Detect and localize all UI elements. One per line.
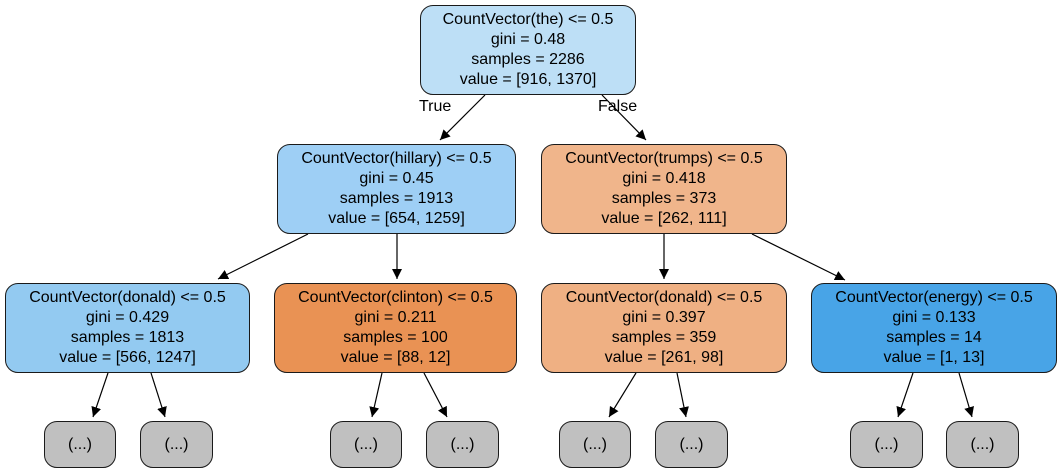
node-gini-text: gini = 0.133 [892,309,976,326]
node-value-text: value = [262, 111] [601,210,727,227]
node-split-rule: CountVector(donald) <= 0.5 [565,289,763,306]
truncated-node: (...) [140,421,213,468]
node-gini-text: gini = 0.45 [359,170,434,187]
tree-node-donald-left: CountVector(donald) <= 0.5 gini = 0.429 sa… [5,283,250,373]
edge-label-true: True [419,98,452,115]
node-value-text: value = [916, 1370] [459,71,597,88]
node-gini-text: gini = 0.48 [490,31,566,48]
ellipsis-text: (...) [450,435,475,453]
ellipsis-text: (...) [679,435,704,453]
edge-root-to-trumps [601,94,647,141]
ellipsis-text: (...) [970,435,995,453]
edge-clinton-to-t3 [369,372,383,418]
node-gini-text: gini = 0.397 [622,309,706,326]
truncated-node: (...) [330,421,402,468]
ellipsis-text: (...) [354,435,378,453]
node-split-rule: CountVector(the) <= 0.5 [442,11,614,28]
node-samples-text: samples = 373 [611,190,717,207]
edge-clinton-to-t4 [423,372,448,418]
node-value-text: value = [261, 98] [604,349,724,366]
ellipsis-text: (...) [68,435,92,453]
node-split-rule: CountVector(energy) <= 0.5 [835,289,1033,306]
truncated-node: (...) [559,421,631,468]
edge-root-to-hillary [439,94,486,141]
node-samples-text: samples = 2286 [471,51,585,68]
edge-trumps-to-energy [751,233,846,281]
edge-donald_left-to-t2 [150,372,167,418]
node-split-rule: CountVector(hillary) <= 0.5 [301,150,492,167]
node-samples-text: samples = 14 [886,329,982,346]
truncated-node: (...) [655,421,728,468]
node-samples-text: samples = 1813 [70,329,185,346]
tree-node-root: CountVector(the) <= 0.5 gini = 0.48 sample… [420,5,636,95]
ellipsis-text: (...) [874,435,899,453]
edge-donald_left-to-t1 [91,372,109,418]
truncated-node: (...) [850,421,923,468]
edge-hillary-to-donald_left [217,233,309,280]
tree-node-energy: CountVector(energy) <= 0.5 gini = 0.133 sa… [811,283,1057,373]
edge-energy-to-t8 [958,372,974,418]
ellipsis-text: (...) [164,435,189,453]
node-value-text: value = [88, 12] [340,349,451,366]
truncated-node: (...) [44,421,116,468]
node-gini-text: gini = 0.418 [622,170,706,187]
node-samples-text: samples = 359 [611,329,717,346]
node-split-rule: CountVector(trumps) <= 0.5 [565,150,763,167]
node-samples-text: samples = 1913 [339,190,454,207]
node-gini-text: gini = 0.429 [85,309,170,326]
node-samples-text: samples = 100 [343,329,448,346]
edge-donald_right-to-t6 [676,372,689,418]
truncated-node: (...) [946,421,1019,468]
truncated-node: (...) [426,421,499,468]
edge-energy-to-t7 [896,372,914,418]
edge-label-false: False [598,98,638,115]
tree-node-donald-right: CountVector(donald) <= 0.5 gini = 0.397 sa… [541,283,787,373]
tree-node-clinton: CountVector(clinton) <= 0.5 gini = 0.211 s… [274,283,517,373]
ellipsis-text: (...) [583,435,607,453]
node-value-text: value = [566, 1247] [59,349,196,366]
node-split-rule: CountVector(donald) <= 0.5 [29,289,226,306]
tree-node-trumps: CountVector(trumps) <= 0.5 gini = 0.418 sa… [541,144,787,234]
node-value-text: value = [1, 13] [883,349,985,366]
edge-donald_right-to-t5 [608,372,637,418]
node-gini-text: gini = 0.211 [354,309,437,326]
tree-node-hillary: CountVector(hillary) <= 0.5 gini = 0.45 sa… [277,144,516,234]
node-value-text: value = [654, 1259] [328,210,465,227]
node-split-rule: CountVector(clinton) <= 0.5 [298,289,493,306]
